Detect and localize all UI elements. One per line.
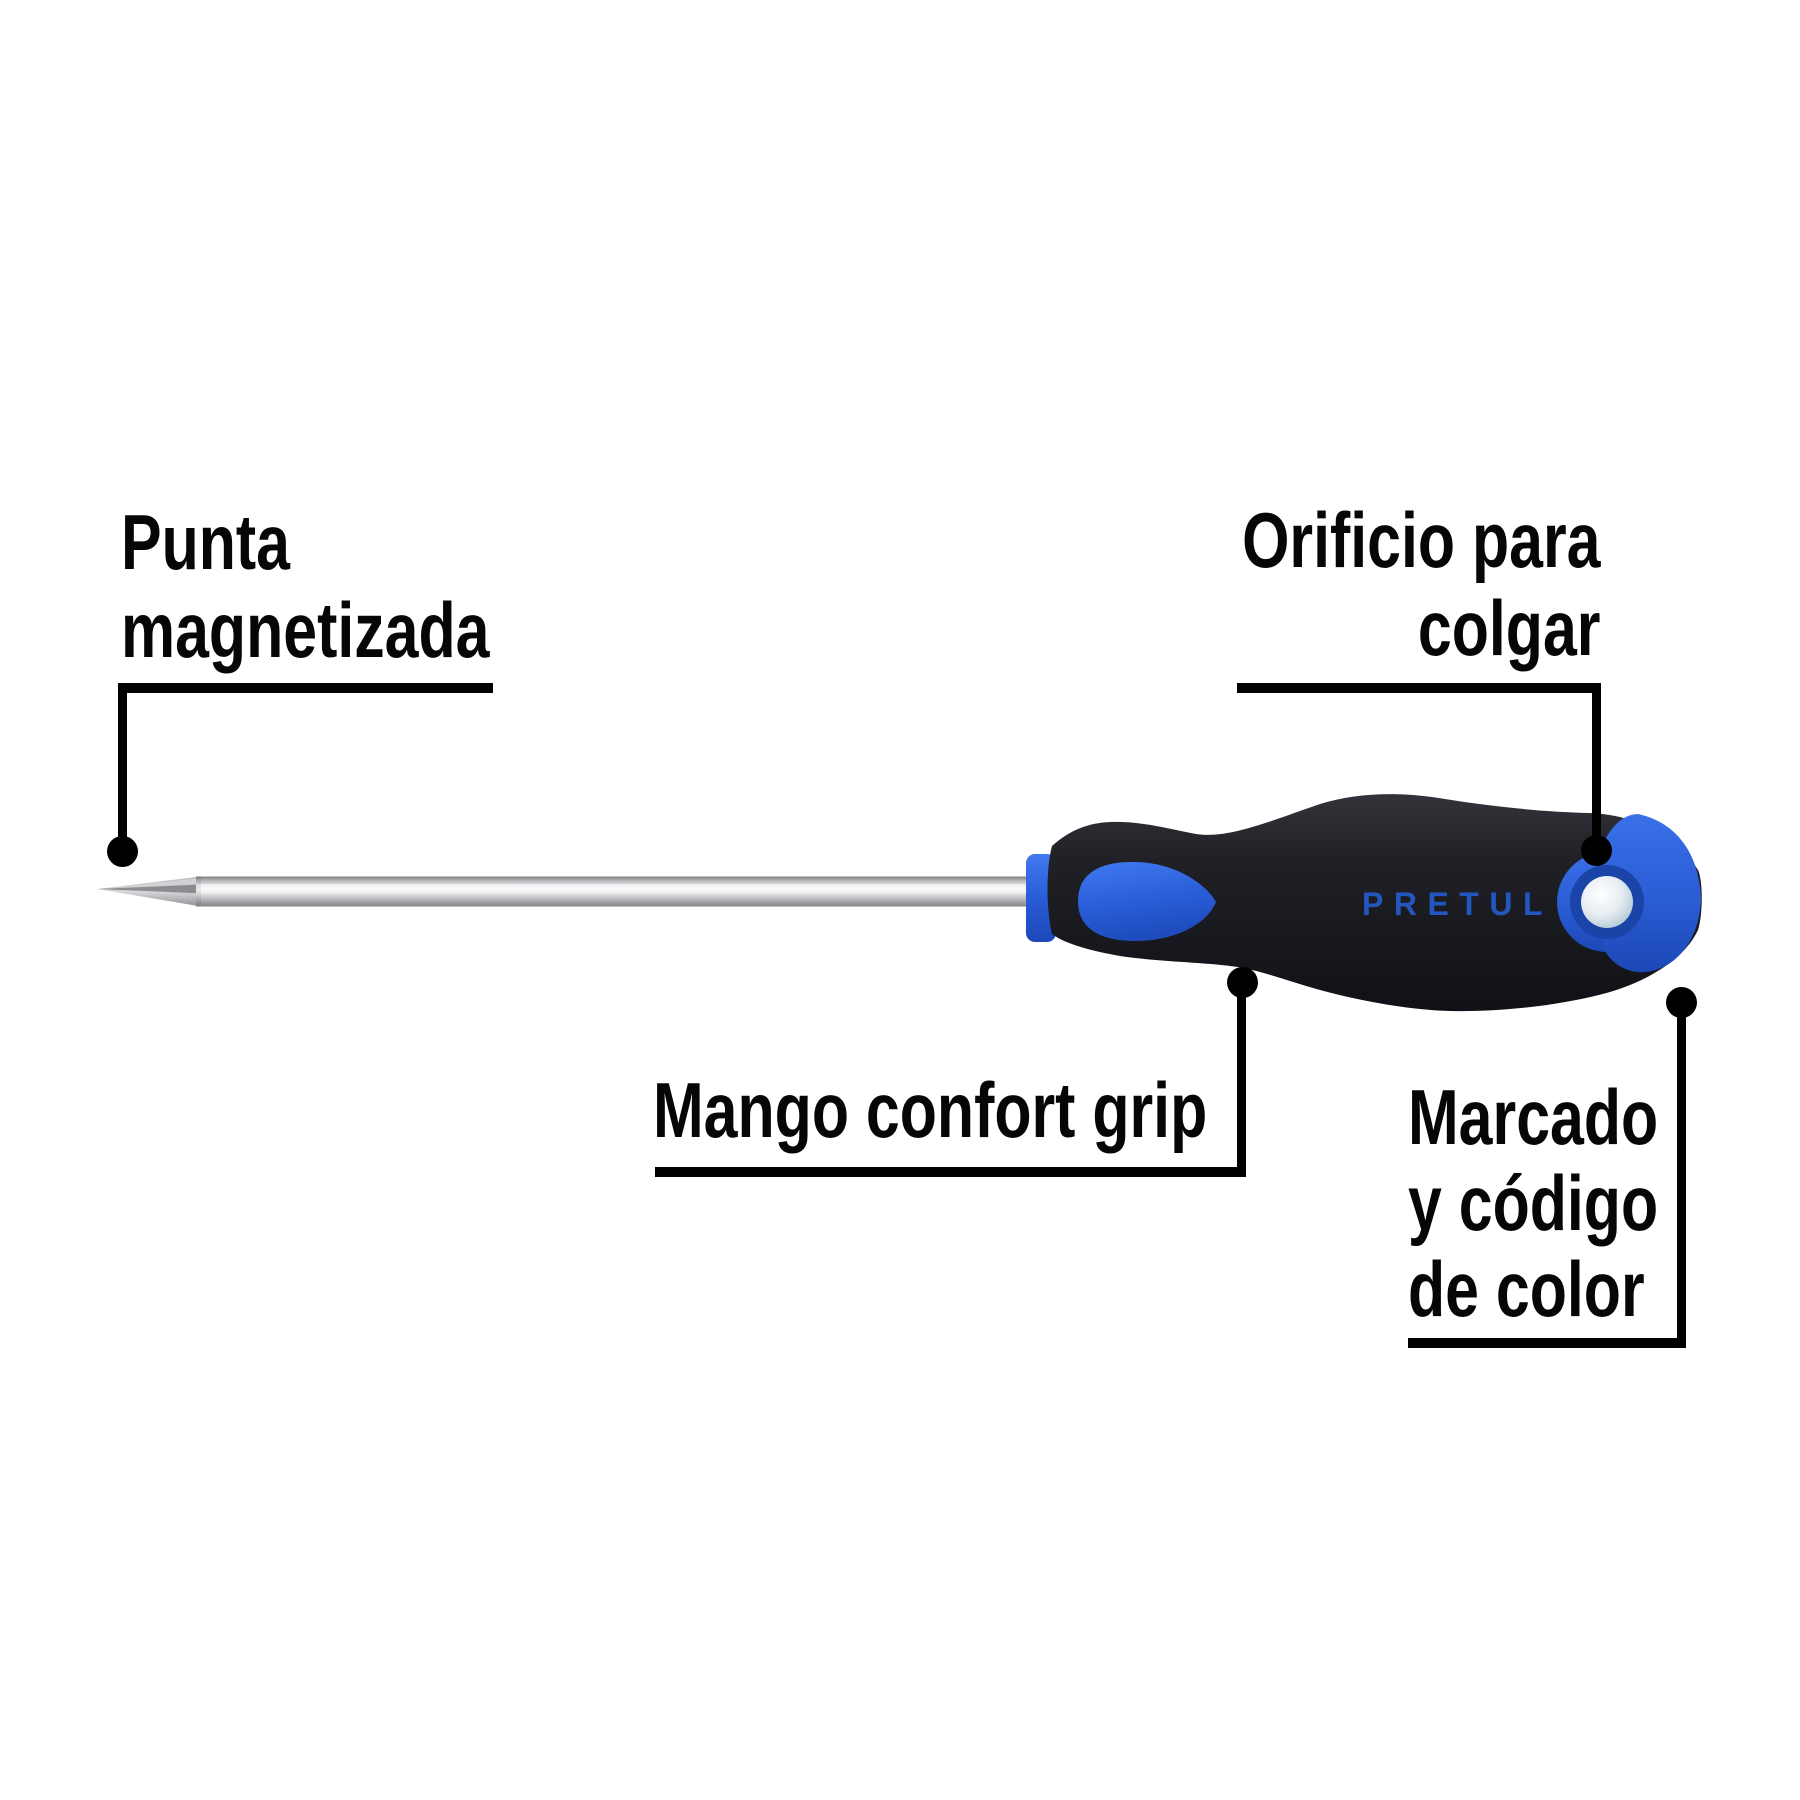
label-line: colgar bbox=[1417, 584, 1600, 672]
hang-hole bbox=[1581, 876, 1633, 928]
callout-line-punta-vertical bbox=[118, 683, 127, 845]
label-line: de color bbox=[1408, 1245, 1645, 1333]
callout-line-marcado-vertical bbox=[1677, 1004, 1686, 1348]
phillips-tip-flute bbox=[97, 884, 203, 894]
callout-line-mango-vertical bbox=[1237, 984, 1246, 1174]
callout-dot-orificio bbox=[1581, 835, 1612, 866]
callout-line-orificio-horizontal bbox=[1237, 683, 1601, 693]
phillips-tip-facet bbox=[112, 878, 201, 888]
callout-line-mango-horizontal bbox=[655, 1167, 1246, 1177]
label-line: Mango confort grip bbox=[653, 1066, 1208, 1154]
shaft bbox=[196, 876, 1035, 907]
label-line: Marcado bbox=[1408, 1073, 1659, 1161]
label-line: magnetizada bbox=[121, 586, 490, 674]
callout-dot-marcado bbox=[1666, 987, 1697, 1018]
callout-line-orificio-vertical bbox=[1592, 683, 1601, 841]
callout-dot-punta bbox=[107, 836, 138, 867]
shaft-highlight bbox=[196, 884, 1035, 890]
shaft-taper-seam bbox=[196, 876, 201, 907]
brand-logo: PRETUL bbox=[1362, 886, 1553, 922]
label-mango-confort-grip: Mango confort grip bbox=[653, 1066, 1207, 1154]
label-marcado-codigo-color: Marcado y código de color bbox=[1408, 1074, 1658, 1332]
callout-dot-mango bbox=[1227, 967, 1258, 998]
label-line: y código bbox=[1408, 1159, 1659, 1247]
label-line: Orificio para bbox=[1241, 496, 1600, 584]
label-line: Punta bbox=[121, 498, 291, 586]
screwdriver: PRETUL bbox=[97, 794, 1702, 1012]
label-orificio-para-colgar: Orificio para colgar bbox=[1242, 496, 1600, 672]
handle-grip-inlay bbox=[1078, 861, 1216, 941]
callout-line-punta-horizontal bbox=[120, 683, 493, 693]
handle-body bbox=[1047, 794, 1702, 1012]
callout-line-marcado-horizontal bbox=[1408, 1338, 1685, 1348]
label-punta-magnetizada: Punta magnetizada bbox=[121, 498, 490, 674]
